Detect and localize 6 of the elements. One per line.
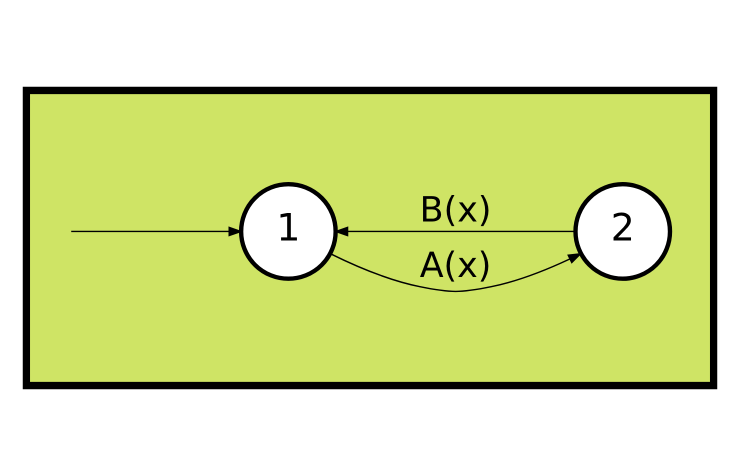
edge-label: B(x) bbox=[420, 190, 492, 230]
edge-label: A(x) bbox=[420, 245, 492, 286]
cluster bbox=[22, 86, 718, 389]
node-circle: 2 bbox=[573, 182, 672, 280]
node-circle: 1 bbox=[238, 182, 338, 280]
arrow bbox=[330, 252, 582, 292]
